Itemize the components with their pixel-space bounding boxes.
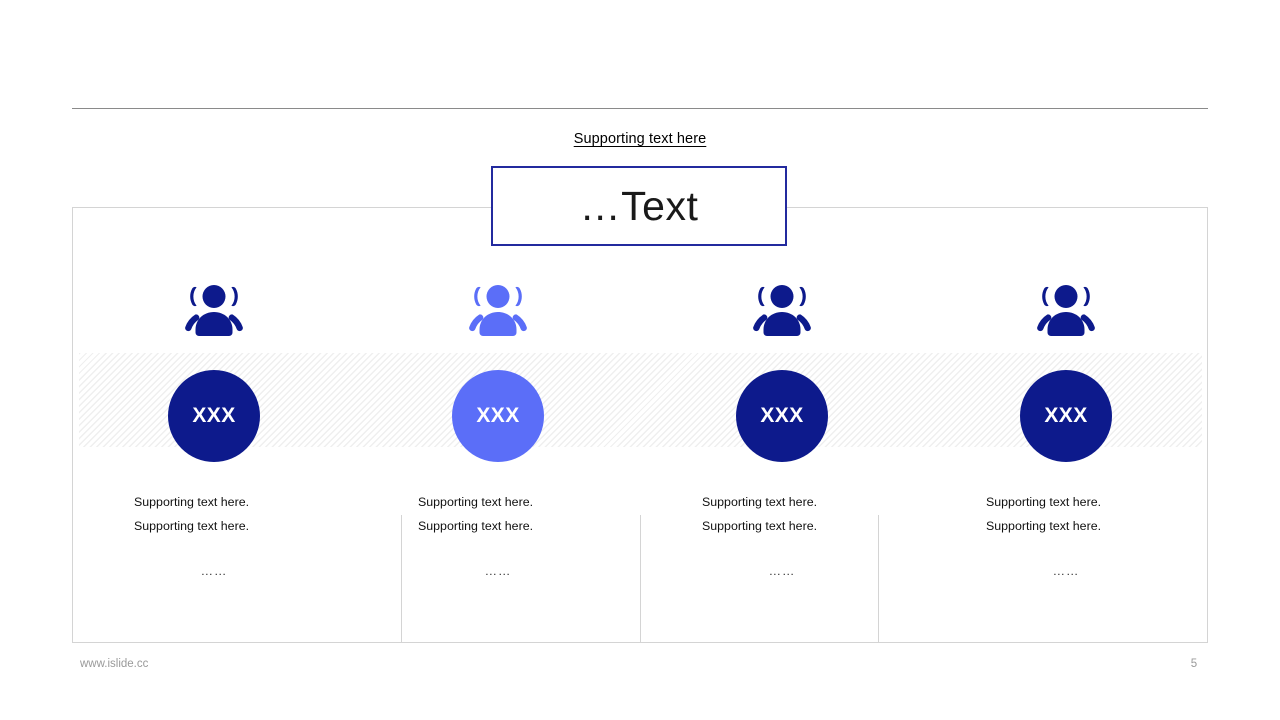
support-line-1: Supporting text here. bbox=[702, 495, 818, 509]
support-text-block: Supporting text here. Supporting text he… bbox=[702, 490, 862, 538]
support-text-block: Supporting text here. Supporting text he… bbox=[986, 490, 1146, 538]
group-people-icon bbox=[753, 285, 811, 336]
header-divider-rule bbox=[72, 108, 1208, 109]
badge-label: XXX bbox=[476, 404, 520, 427]
support-line-2: Supporting text here. bbox=[986, 519, 1102, 533]
badge-circle: XXX bbox=[168, 370, 260, 462]
support-line-1: Supporting text here. bbox=[134, 495, 250, 509]
support-line-2: Supporting text here. bbox=[134, 519, 250, 533]
badge-circle: XXX bbox=[1020, 370, 1112, 462]
badge-label: XXX bbox=[192, 404, 236, 427]
column-divider-3 bbox=[878, 515, 879, 643]
badge-circle: XXX bbox=[736, 370, 828, 462]
support-line-1: Supporting text here. bbox=[418, 495, 534, 509]
ellipsis-label: …… bbox=[484, 564, 512, 578]
support-line-1: Supporting text here. bbox=[986, 495, 1102, 509]
badge-circle: XXX bbox=[452, 370, 544, 462]
column-2[interactable]: XXX Supporting text here. Supporting tex… bbox=[356, 207, 640, 643]
support-text-block: Supporting text here. Supporting text he… bbox=[418, 490, 578, 538]
column-divider-2 bbox=[640, 515, 641, 643]
hatched-background-band bbox=[79, 353, 1202, 447]
title-box[interactable]: …Text bbox=[491, 166, 787, 246]
column-1[interactable]: XXX Supporting text here. Supporting tex… bbox=[72, 207, 356, 643]
badge-label: XXX bbox=[1044, 404, 1088, 427]
support-line-2: Supporting text here. bbox=[702, 519, 818, 533]
footer-website-label[interactable]: www.islide.cc bbox=[80, 658, 149, 670]
ellipsis-label: …… bbox=[200, 564, 228, 578]
badge-label: XXX bbox=[760, 404, 804, 427]
group-people-icon bbox=[1037, 285, 1095, 336]
support-line-2: Supporting text here. bbox=[418, 519, 534, 533]
column-3[interactable]: XXX Supporting text here. Supporting tex… bbox=[640, 207, 924, 643]
page-title: …Text bbox=[579, 182, 699, 229]
group-people-icon bbox=[469, 285, 527, 336]
footer-page-number: 5 bbox=[1190, 658, 1198, 670]
columns-container: XXX Supporting text here. Supporting tex… bbox=[72, 207, 1208, 643]
ellipsis-label: …… bbox=[768, 564, 796, 578]
group-people-icon bbox=[185, 285, 243, 336]
headline-supporting-link[interactable]: Supporting text here bbox=[573, 131, 707, 147]
column-4[interactable]: XXX Supporting text here. Supporting tex… bbox=[924, 207, 1208, 643]
ellipsis-label: …… bbox=[1052, 564, 1080, 578]
column-divider-1 bbox=[401, 515, 402, 643]
support-text-block: Supporting text here. Supporting text he… bbox=[134, 490, 294, 538]
